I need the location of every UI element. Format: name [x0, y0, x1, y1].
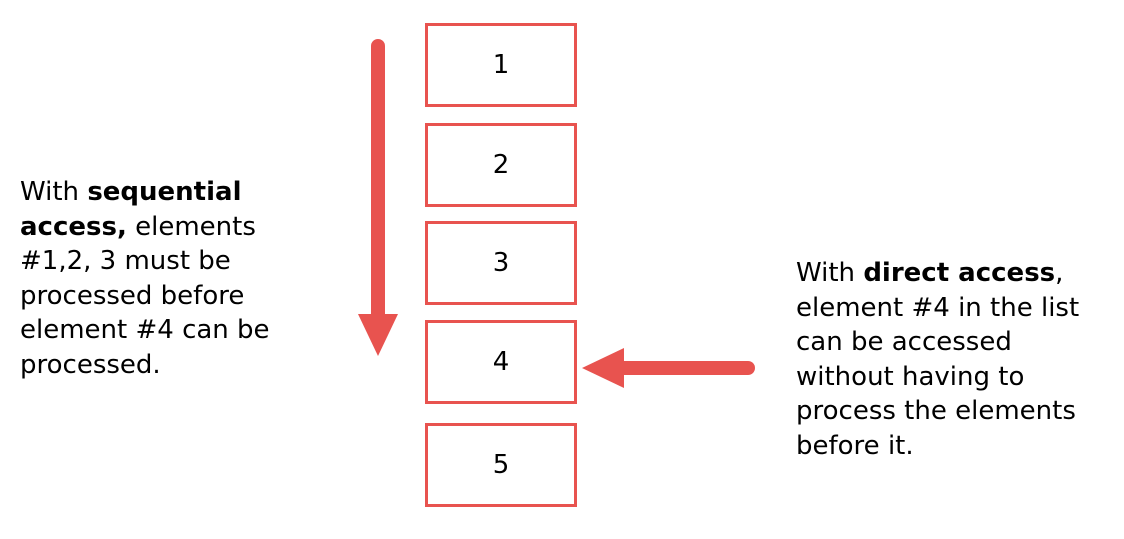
direct-access-note: With direct access, element #4 in the li…	[796, 256, 1116, 463]
list-element-label: 1	[492, 50, 510, 80]
note-emphasis: sequential access,	[20, 177, 242, 242]
note-suffix: elements #1,2, 3 must be processed befor…	[20, 211, 270, 380]
list-element-label: 2	[492, 150, 510, 180]
list-element-4: 4	[425, 320, 577, 404]
note-emphasis: direct access	[863, 258, 1056, 288]
sequential-access-note: With sequential access, elements #1,2, 3…	[20, 175, 320, 382]
list-element-label: 4	[492, 347, 510, 377]
direct-access-arrow	[582, 348, 755, 388]
list-element-3: 3	[425, 221, 577, 305]
list-element-1: 1	[425, 23, 577, 107]
note-prefix: With	[20, 177, 88, 207]
list-element-2: 2	[425, 123, 577, 207]
note-prefix: With	[796, 258, 864, 288]
note-suffix: , element #4 in the list can be accessed…	[796, 258, 1080, 461]
list-element-label: 5	[492, 450, 510, 480]
list-element-label: 3	[492, 248, 510, 278]
sequential-access-arrow	[358, 39, 398, 356]
list-element-5: 5	[425, 423, 577, 507]
